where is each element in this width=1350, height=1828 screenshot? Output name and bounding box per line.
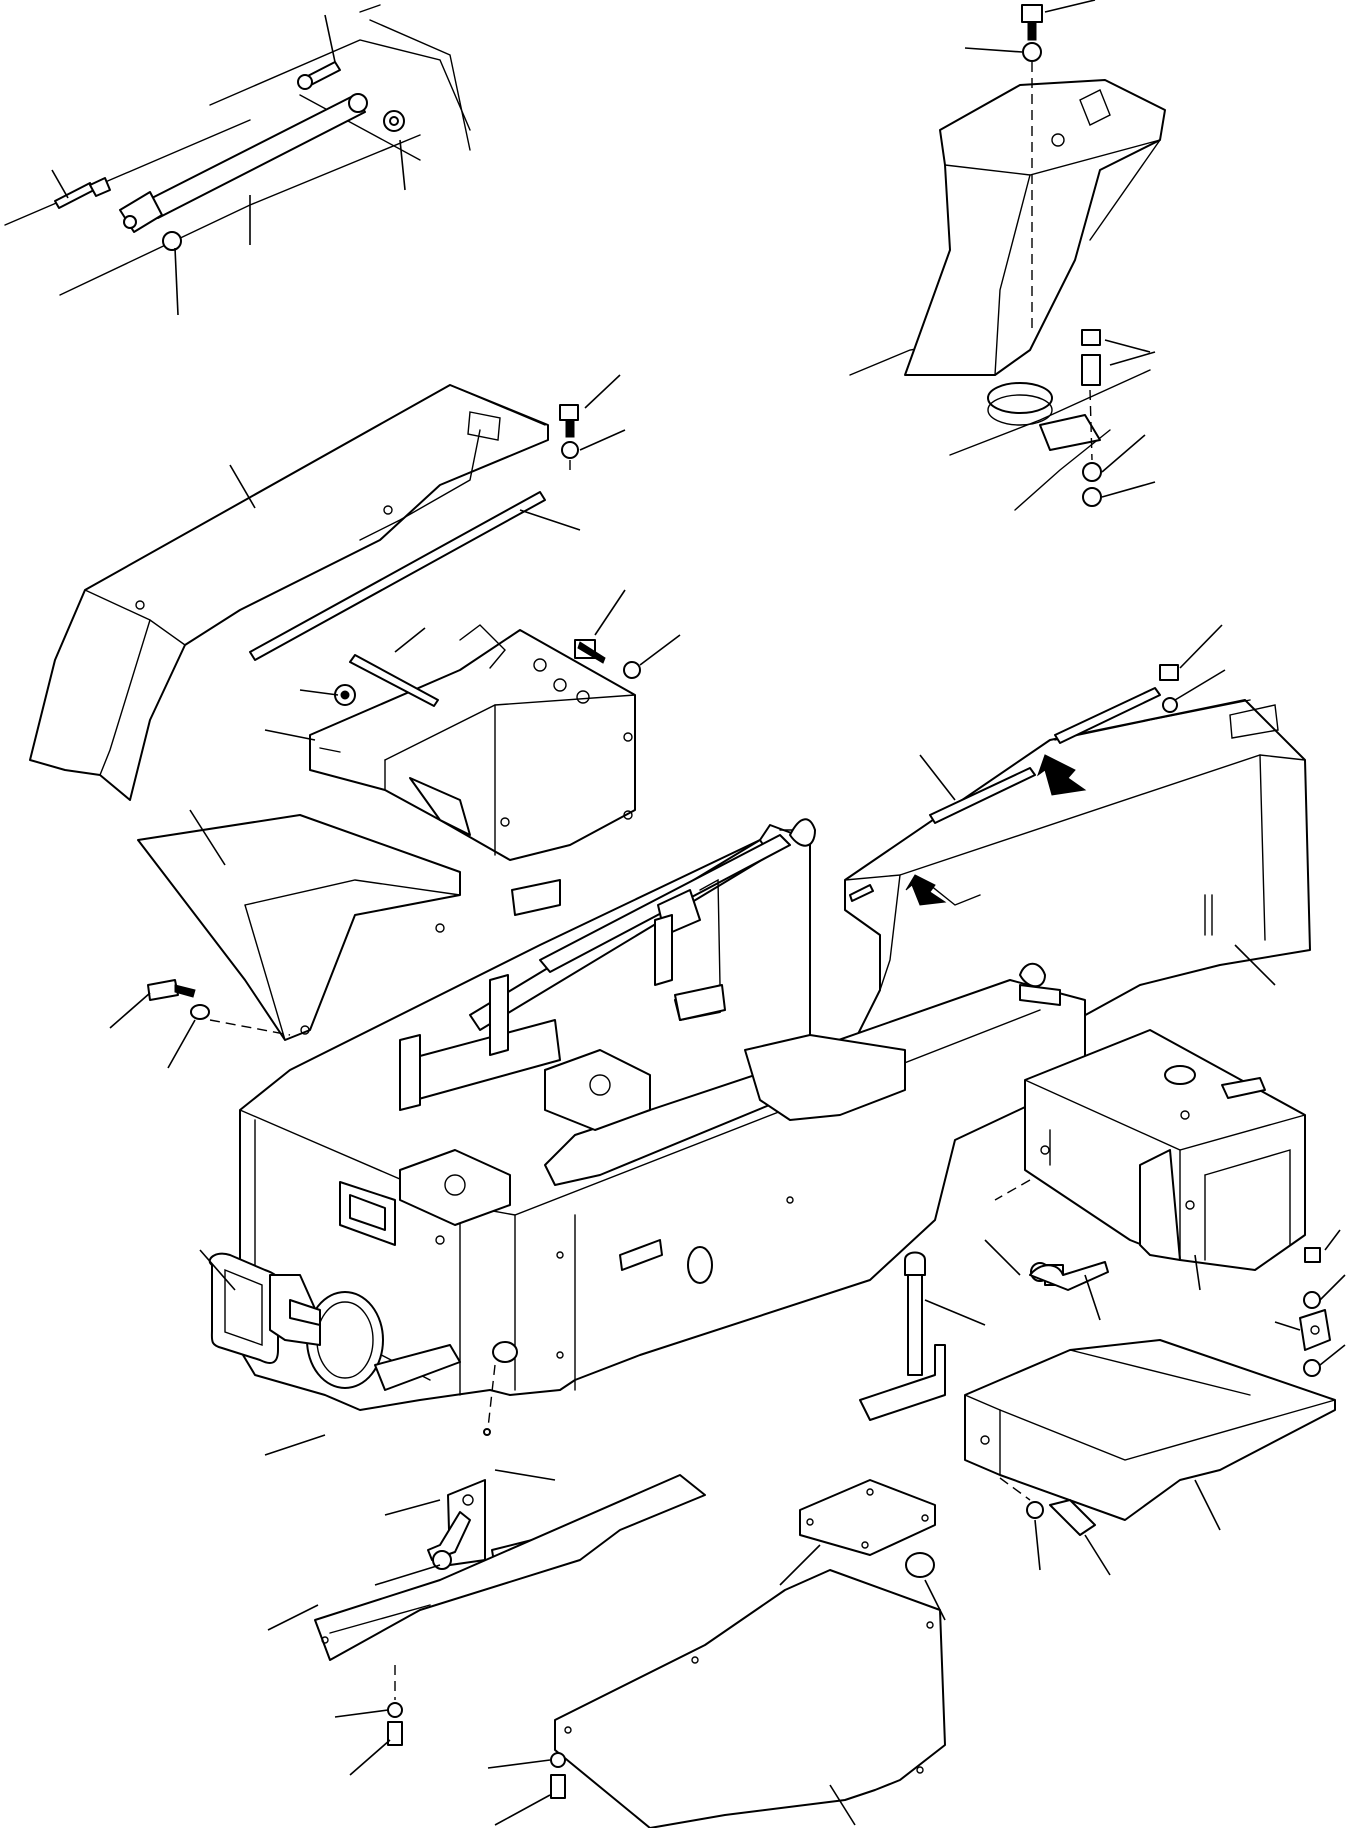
washer-icon: [1026, 1501, 1044, 1519]
main-frame: [199, 818, 1109, 1586]
bolt-icon: [427, 1511, 471, 1561]
arrow-indicator-icon: [905, 874, 947, 906]
bolt-icon: [1049, 1499, 1096, 1536]
bolt-icon: [1159, 664, 1179, 681]
washer-icon: [561, 441, 579, 459]
bolt-icon: [559, 404, 579, 421]
bolt-icon: [550, 1774, 566, 1799]
bolt-icon: [1021, 4, 1043, 23]
washer-icon: [1022, 42, 1042, 62]
bolt-icon: [1029, 1261, 1109, 1291]
bolt-icon: [1304, 1247, 1321, 1263]
under-cover-front: [267, 1474, 706, 1776]
square-plate: [779, 1479, 946, 1621]
left-battery-box: [264, 589, 681, 861]
washer-icon: [387, 1702, 403, 1718]
bolt-icon: [387, 1721, 403, 1746]
right-step: [964, 1339, 1336, 1576]
arrow-indicator-icon: [1037, 754, 1087, 796]
washer-icon: [550, 1752, 566, 1768]
column-cover: [849, 0, 1166, 511]
gas-spring-assembly: [4, 4, 471, 316]
washer-icon: [1303, 1291, 1321, 1309]
washer-icon: [623, 661, 641, 679]
right-fender: [844, 624, 1311, 1086]
right-battery-box: [994, 1029, 1346, 1377]
nut-icon: [492, 1341, 518, 1363]
washer-icon: [1162, 697, 1178, 713]
bolt-icon: [1081, 329, 1101, 346]
under-cover-rear: [487, 1569, 946, 1828]
washer-icon: [1303, 1359, 1321, 1377]
nut-icon: [905, 1552, 935, 1578]
left-step: [109, 809, 461, 1069]
bolt-icon: [904, 1251, 926, 1276]
washer-icon: [1082, 462, 1102, 482]
washer-icon: [162, 231, 182, 251]
left-fender: [29, 374, 626, 801]
bolt-icon: [147, 979, 179, 1001]
washer-icon: [190, 1004, 210, 1020]
